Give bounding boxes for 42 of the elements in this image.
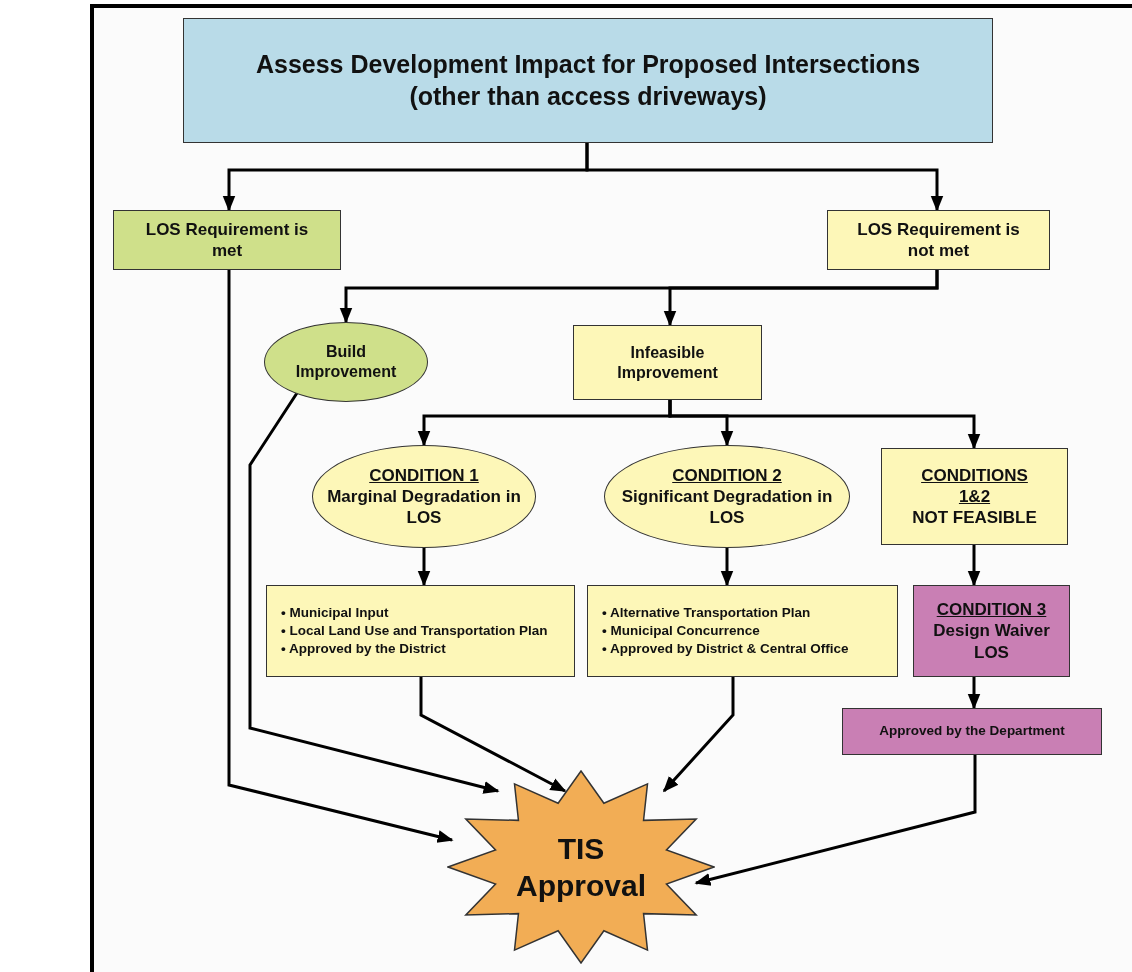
arrow	[967, 545, 981, 587]
process-box	[573, 325, 762, 400]
process-box	[827, 210, 1050, 270]
process-box	[266, 585, 575, 677]
node-label: NOT FEASIBLE	[912, 507, 1037, 529]
node-label: Marginal Degradation in LOS	[326, 485, 522, 529]
arrow	[967, 677, 981, 710]
arrow	[419, 677, 567, 793]
condition-heading: CONDITION 2	[672, 464, 782, 486]
arrow	[417, 548, 431, 587]
node-label: LOS Requirement is not met	[856, 218, 1021, 262]
list-item: • Approved by District & Central Office	[602, 640, 849, 659]
node-label: LOS Requirement is met	[144, 218, 310, 262]
process-box	[113, 210, 341, 270]
node-label: TIS Approval	[515, 830, 647, 904]
list-item: • Approved by the District	[281, 640, 447, 659]
list-item: • Municipal Concurrence	[602, 621, 761, 640]
arrow	[720, 548, 734, 587]
node-label: Assess Development Impact for Proposed Intersections (other than access driveways)	[254, 49, 922, 112]
arrow	[663, 270, 939, 327]
condition-heading: CONDITION 1	[369, 464, 479, 486]
arrow	[694, 755, 977, 886]
list-item: • Alternative Transportation Plan	[602, 603, 812, 622]
node-label: Infeasible Improvement	[616, 342, 719, 383]
node-label: Approved by the Department	[879, 723, 1065, 740]
process-box	[842, 708, 1102, 755]
process-box	[913, 585, 1070, 677]
arrow	[662, 677, 735, 793]
arrow	[668, 400, 981, 450]
node-label: Build Improvement	[294, 342, 398, 382]
node-label: Design Waiver LOS	[932, 620, 1051, 663]
list-item: • Municipal Input	[281, 603, 390, 622]
list-item: • Local Land Use and Transportation Plan	[281, 621, 548, 640]
arrow	[248, 392, 500, 794]
process-box	[183, 18, 993, 143]
condition-heading: CONDITION 3	[936, 599, 1047, 621]
arrow	[227, 270, 454, 843]
condition-heading: CONDITIONS 1&2	[920, 464, 1029, 508]
process-box	[587, 585, 898, 677]
process-box	[881, 448, 1068, 545]
arrow	[585, 143, 944, 212]
node-label: Significant Degradation in LOS	[620, 485, 834, 529]
